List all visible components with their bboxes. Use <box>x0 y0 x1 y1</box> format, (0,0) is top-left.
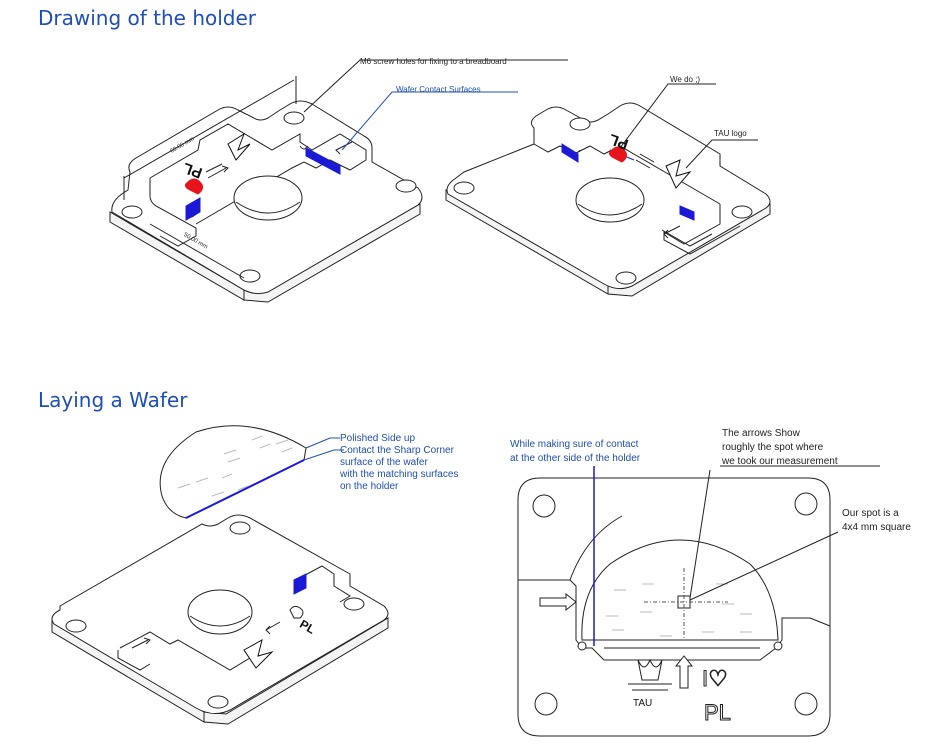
screw-hole <box>239 269 261 283</box>
label-m6-holes: M6 screw holes for fixing to a breadboar… <box>360 57 507 66</box>
heart-icon <box>184 178 204 195</box>
svg-text:PL: PL <box>181 159 205 182</box>
engraving-pl: PL <box>704 700 731 725</box>
label-arrows-3: we took our measurement <box>721 456 838 467</box>
tau-logo-icon <box>665 159 692 189</box>
label-arrows-1: The arrows Show <box>722 428 801 439</box>
label-contact-1: While making sure of contact <box>510 439 639 450</box>
label-tau-logo: TAU logo <box>714 129 747 138</box>
heart-icon <box>608 146 628 163</box>
label-polished-3: surface of the wafer <box>340 457 428 468</box>
heading-drawing: Drawing of the holder <box>38 6 257 30</box>
heading-laying: Laying a Wafer <box>38 388 188 412</box>
holder-isometric-left: PL 69.00 mm 50.00 mm M6 screw holes for … <box>109 57 568 303</box>
arrow-right-icon <box>539 592 577 612</box>
contact-surface <box>185 197 201 221</box>
contact-surface <box>293 573 307 595</box>
label-polished-4: with the matching surfaces <box>339 469 458 480</box>
svg-text:TAU: TAU <box>633 698 652 709</box>
label-polished-1: Polished Side up <box>340 433 415 444</box>
engraving-left: PL <box>181 132 353 195</box>
label-we-do: We do ;) <box>670 75 700 84</box>
label-wafer-contact: Wafer Contact Surfaces <box>396 85 481 94</box>
tau-logo-top: TAU <box>628 658 672 709</box>
svg-text:PL: PL <box>297 617 317 637</box>
screw-hole <box>395 179 417 193</box>
holder-top-view: TAU I♡ PL While making sure of contact a… <box>510 428 911 737</box>
contact-surface <box>561 143 579 163</box>
wafer-sharp-edge <box>185 459 305 519</box>
label-spot-2: 4x4 mm square <box>842 522 911 533</box>
holder-isometric-bottom: PL <box>51 514 389 725</box>
contact-surface <box>305 147 341 175</box>
arrow-up-icon <box>674 655 694 689</box>
label-polished-5: on the holder <box>340 481 399 492</box>
label-arrows-2: roughly the spot where <box>722 442 824 453</box>
label-polished-2: Contact the Sharp Corner <box>340 445 455 456</box>
screw-hole <box>283 111 305 125</box>
svg-text:PL: PL <box>607 130 631 153</box>
engraving-heart: I♡ <box>702 666 728 691</box>
tau-logo-icon <box>227 132 251 161</box>
contact-surface <box>679 205 695 221</box>
engraving-right: PL <box>607 130 692 239</box>
wafer-isometric: Polished Side up Contact the Sharp Corne… <box>159 425 458 519</box>
tau-logo-icon <box>243 639 274 669</box>
label-spot-1: Our spot is a <box>842 508 899 519</box>
screw-hole <box>121 205 143 219</box>
engraving-bottom: PL <box>131 605 318 669</box>
holder-isometric-right: PL We do ;) TAU logo <box>445 75 771 297</box>
label-contact-2: at the other side of the holder <box>510 453 641 464</box>
